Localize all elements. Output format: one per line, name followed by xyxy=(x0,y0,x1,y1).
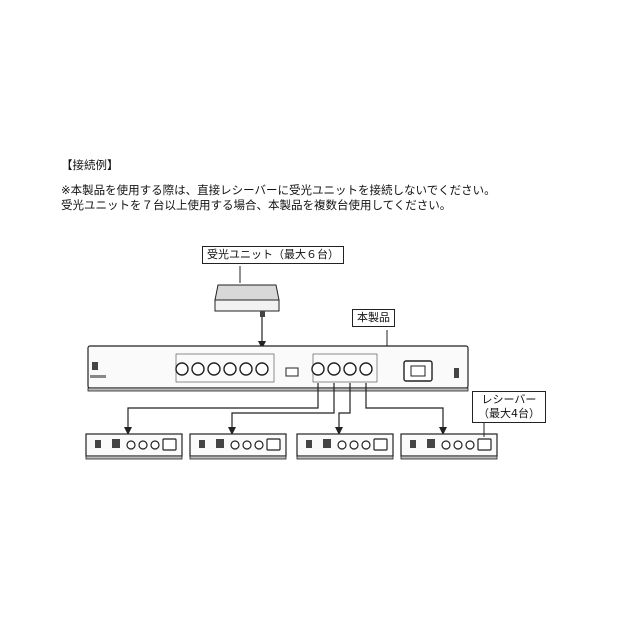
main-product-device xyxy=(87,345,469,392)
sensor-unit-callout: 受光ユニット（最大６台） xyxy=(202,246,344,264)
usage-note-1: ※本製品を使用する際は、直接レシーバーに受光ユニットを接続しないでください。 xyxy=(61,183,496,197)
receiver-4 xyxy=(400,433,498,460)
receiver-callout-line1: レシーバー xyxy=(481,393,537,406)
receiver-callout: レシーバー （最大4台） xyxy=(472,391,546,423)
sensor-unit-device xyxy=(214,284,280,317)
receiver-callout-line2: （最大4台） xyxy=(478,407,540,420)
receiver-2 xyxy=(189,433,287,460)
receiver-3 xyxy=(296,433,394,460)
section-heading: 【接続例】 xyxy=(61,158,119,172)
receiver-1 xyxy=(85,433,183,460)
this-product-callout: 本製品 xyxy=(352,309,395,327)
usage-note-2: 受光ユニットを７台以上使用する場合、本製品を複数台使用してください。 xyxy=(61,198,452,212)
output-cables xyxy=(124,383,447,435)
